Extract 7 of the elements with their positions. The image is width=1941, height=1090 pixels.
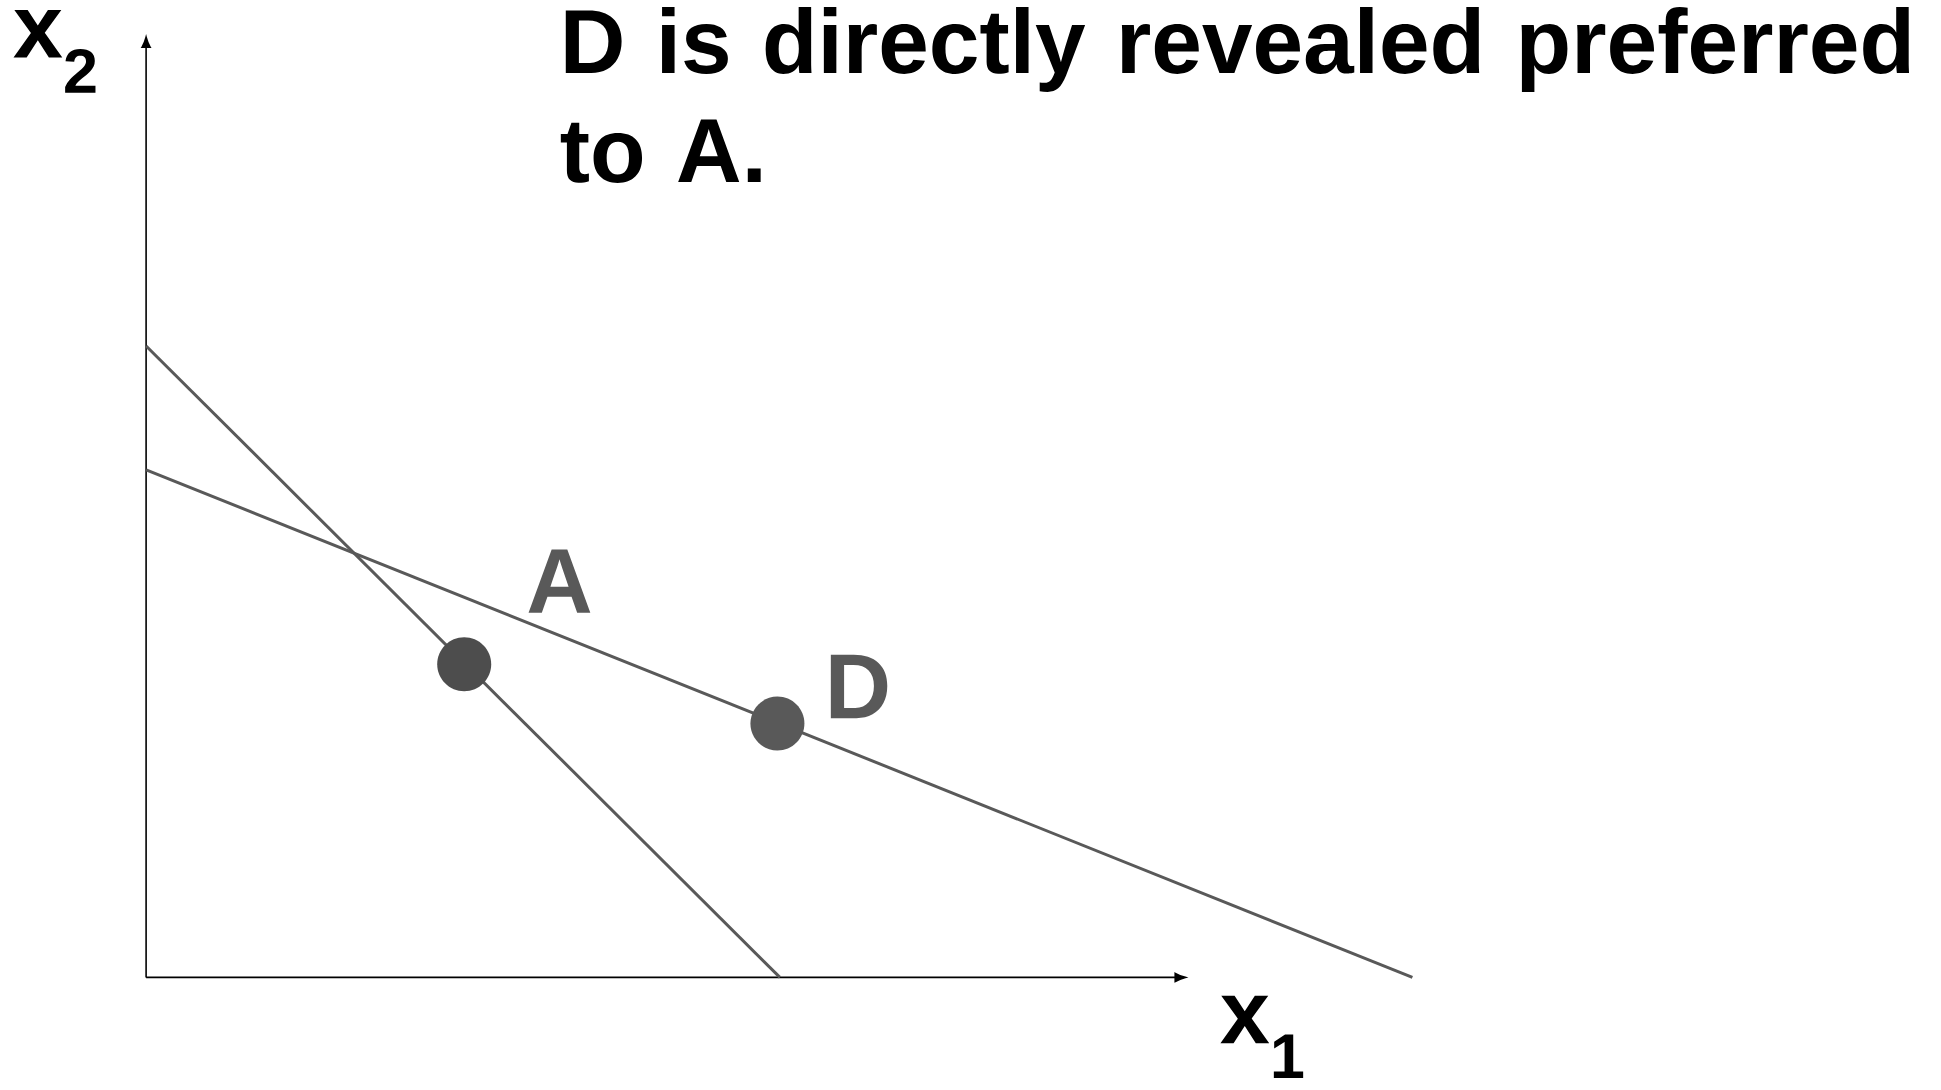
axis-label: x$_{2}$ [13, 9, 96, 93]
point-marker [437, 637, 492, 692]
title: D is directly revealed preferred to A. [560, 7, 1910, 183]
axis-label: x$_{1}$ [1220, 995, 1304, 1078]
point-marker [750, 696, 805, 751]
point-label: A [528, 549, 591, 613]
point-label: D [830, 654, 888, 719]
